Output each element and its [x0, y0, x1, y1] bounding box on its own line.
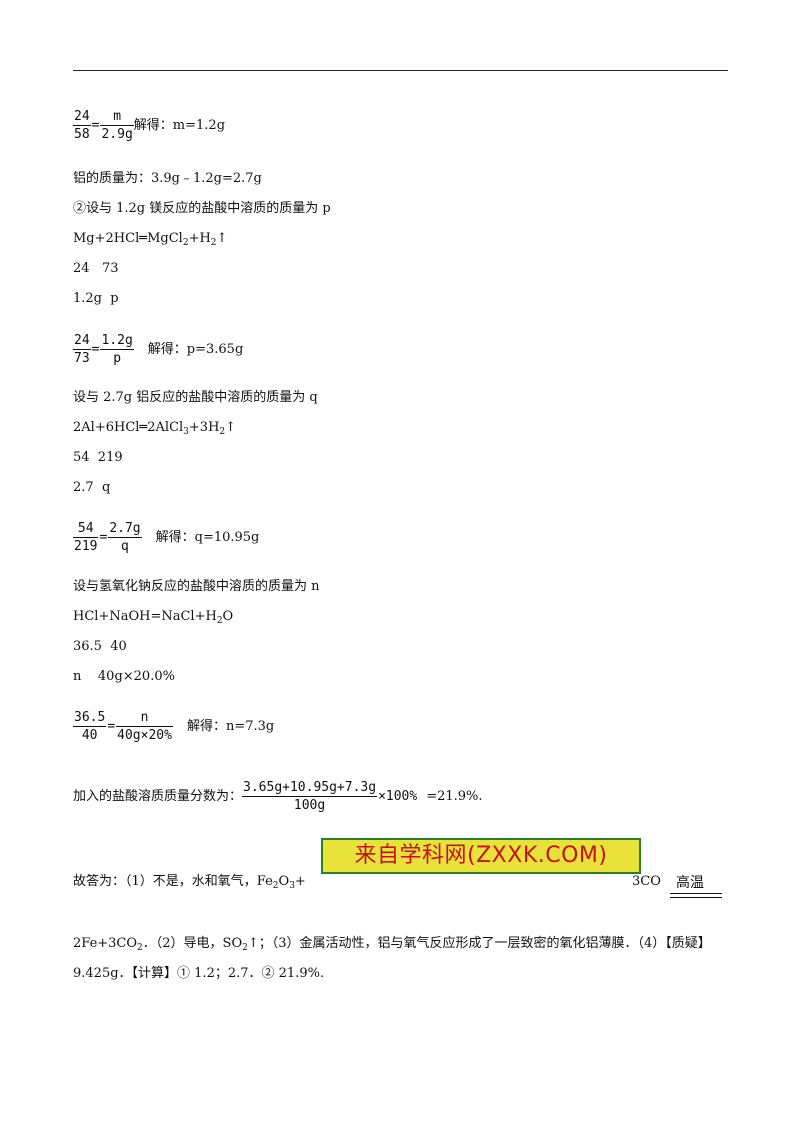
solution-text: 解得：q=10.95g: [155, 529, 260, 545]
reactant-text: 3CO: [632, 874, 661, 889]
equals-sign: ═: [139, 231, 148, 246]
solution-text: 解得：m=1.2g: [133, 117, 226, 133]
solution-text: 解得：p=3.65g: [147, 341, 244, 357]
text-line: 1.2g p: [73, 291, 119, 306]
answer-line: 故答为：（1）不是，水和氧气，Fe2O3+: [73, 874, 306, 891]
text-line: ②设与 1.2g 镁反应的盐酸中溶质的质量为 p: [73, 201, 331, 216]
text-line: 2.7 q: [73, 480, 111, 495]
header-rule: [73, 70, 728, 71]
watermark-banner: 来自学科网(ZXXK.COM): [321, 838, 641, 874]
reaction-arrow: [670, 893, 722, 898]
text-line: 9.425g．【计算】① 1.2；2.7．② 21.9%.: [73, 966, 325, 981]
solution-text: 解得：n=7.3g: [186, 718, 275, 734]
text-line: n 40g×20.0%: [73, 669, 175, 684]
chem-equation: Mg+2HCl═MgCl2+H2↑: [73, 231, 228, 248]
text-line: 54 219: [73, 450, 123, 465]
text-line: 2Fe+3CO2．（2）导电，SO2↑；（3）金属活动性，铝与氧气反应形成了一层…: [73, 936, 711, 953]
text-line: 设与 2.7g 铝反应的盐酸中溶质的质量为 q: [73, 390, 318, 405]
text-line: 设与氢氧化钠反应的盐酸中溶质的质量为 n: [73, 579, 320, 594]
text-line: 36.5 40: [73, 639, 127, 654]
reaction-condition: 高温: [676, 875, 704, 891]
text-line: 铝的质量为：3.9g﹣1.2g=2.7g: [73, 171, 262, 186]
chem-equation: 2Al+6HCl═2AlCl3+3H2↑: [73, 420, 237, 437]
equals-sign: ═: [139, 420, 148, 435]
text-line: 24 73: [73, 261, 119, 276]
chem-equation: HCl+NaOH=NaCl+H2O: [73, 609, 234, 626]
